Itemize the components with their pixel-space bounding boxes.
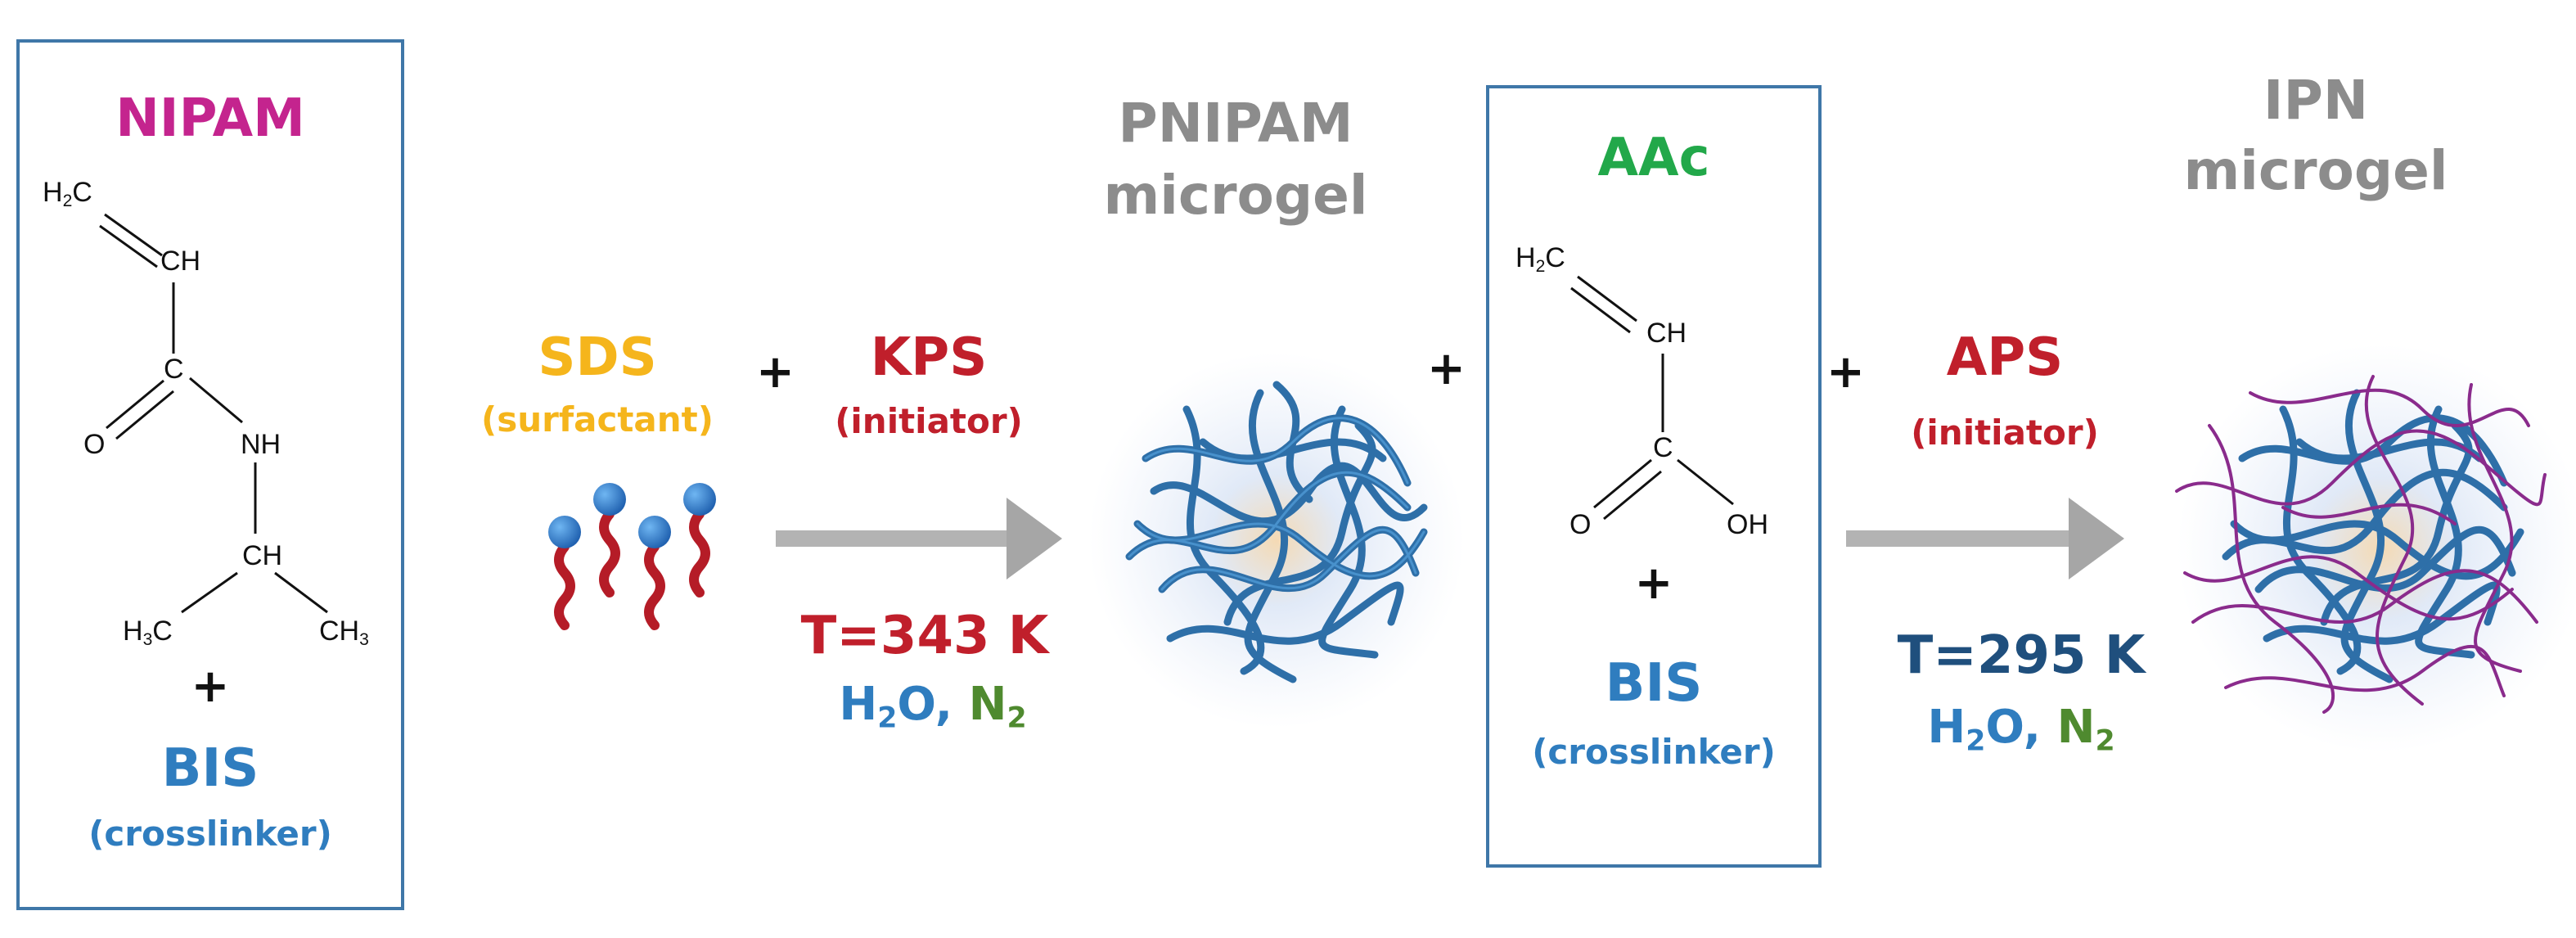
aac-atom-h2c: H2C — [1515, 242, 1565, 276]
nipam-atom-ch3: CH3 — [319, 616, 369, 649]
kps-label: KPS — [870, 327, 988, 388]
aps-label: APS — [1946, 327, 2064, 388]
nipam-plus-sign: + — [191, 660, 230, 713]
sds-role: (surfactant) — [481, 399, 714, 440]
nipam-atom-ch-isopropyl: CH — [242, 540, 283, 571]
aac-plus-sign: + — [1634, 557, 1673, 610]
nipam-bis-label: BIS — [161, 738, 259, 799]
aac-title: AAc — [1597, 128, 1710, 188]
between-plus-sign: + — [1427, 342, 1466, 395]
stage1-conditions: H2O, N2 — [839, 678, 1027, 735]
ipn-label-line1: IPN — [2263, 69, 2369, 132]
stage2-plus-sign: + — [1826, 345, 1865, 399]
aac-bis-label: BIS — [1605, 653, 1703, 714]
nipam-atom-c: C — [164, 354, 184, 385]
nipam-atom-h2c: H2C — [43, 177, 92, 210]
aac-atom-o: O — [1569, 509, 1592, 540]
stage1-plus-sign: + — [756, 345, 795, 399]
stage1-temperature: T=343 K — [800, 606, 1049, 666]
nipam-title: NIPAM — [115, 88, 305, 149]
ipn-label-line2: microgel — [2183, 139, 2448, 202]
kps-role: (initiator) — [835, 401, 1023, 441]
aac-atom-c: C — [1653, 432, 1673, 463]
nipam-crosslinker-role: (crosslinker) — [88, 814, 332, 854]
nipam-atom-ch: CH — [160, 246, 201, 277]
stage2-temperature: T=295 K — [1897, 625, 2146, 686]
aac-atom-ch: CH — [1646, 318, 1687, 349]
nipam-box — [16, 39, 404, 910]
stage2-conditions: H2O, N2 — [1927, 701, 2115, 758]
pnipam-label-line1: PNIPAM — [1118, 92, 1353, 155]
aac-atom-oh: OH — [1727, 509, 1768, 540]
nipam-atom-h3c: H3C — [123, 616, 173, 649]
nipam-atom-o: O — [83, 429, 106, 460]
pnipam-label-line2: microgel — [1103, 164, 1368, 227]
nipam-atom-nh: NH — [241, 429, 281, 460]
sds-label: SDS — [538, 327, 657, 388]
aac-crosslinker-role: (crosslinker) — [1532, 732, 1776, 772]
aps-role: (initiator) — [1911, 413, 2099, 453]
